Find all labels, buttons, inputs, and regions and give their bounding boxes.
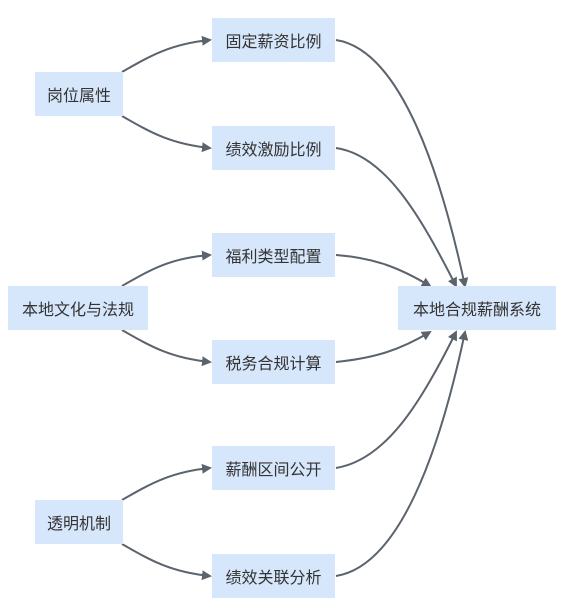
edge-gangwei-guding: [121, 35, 212, 73]
edge-bendiwenhua-fuli: [121, 250, 212, 287]
node-guanlian: 绩效关联分析: [212, 554, 335, 598]
edge-gangwei-jixiao: [121, 115, 212, 153]
edge-guding-xitong: [335, 39, 469, 288]
edge-bendiwenhua-shuiwu: [121, 329, 212, 367]
edge-shuiwu-xitong: [335, 330, 432, 363]
node-gangwei: 岗位属性: [35, 72, 123, 116]
edge-guanlian-xitong: [335, 330, 469, 577]
node-guding: 固定薪资比例: [212, 18, 335, 62]
node-shuiwu: 税务合规计算: [212, 340, 335, 384]
node-xitong: 本地合规薪酬系统: [398, 286, 556, 330]
node-jixiao: 绩效激励比例: [212, 126, 335, 170]
edge-jixiao-xitong: [335, 147, 457, 288]
edge-fuli-xitong: [335, 254, 432, 288]
node-qujian: 薪酬区间公开: [212, 446, 335, 490]
edge-qujian-xitong: [335, 330, 457, 469]
node-bendiwenhua: 本地文化与法规: [8, 286, 148, 330]
node-fuli: 福利类型配置: [212, 233, 335, 277]
edge-toumingjizhi-guanlian: [121, 543, 212, 581]
node-toumingjizhi: 透明机制: [35, 500, 123, 544]
edge-toumingjizhi-qujian: [121, 463, 212, 501]
